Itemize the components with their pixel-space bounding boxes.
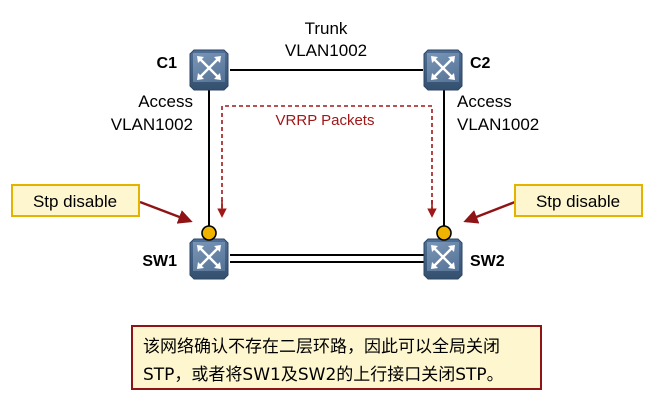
- switch-icon: [188, 48, 230, 92]
- note-line-1: 该网络确认不存在二层环路，因此可以全局关闭: [143, 337, 500, 357]
- callout-box-right: [514, 184, 643, 217]
- sw1-sw2-link: [230, 254, 424, 263]
- callout-text-right: Stp disable: [536, 192, 620, 211]
- node-label-c1: C1: [157, 55, 178, 72]
- left-access-vlan-label: VLAN1002: [111, 115, 193, 134]
- switch-icon: [422, 48, 464, 92]
- trunk-label: Trunk: [305, 19, 348, 38]
- port-dot-icon: [436, 225, 452, 241]
- left-access-label: Access: [138, 92, 193, 111]
- callout-arrow-right: [463, 200, 516, 224]
- callout-arrow-left: [139, 200, 193, 224]
- right-access-label: Access: [457, 92, 512, 111]
- switch-icon: [188, 237, 230, 281]
- callout-box-left: [11, 184, 140, 217]
- trunk-vlan-label: VLAN1002: [285, 41, 367, 60]
- callout-text-left: Stp disable: [33, 192, 117, 211]
- vrrp-label: VRRP Packets: [276, 112, 375, 129]
- note-box: 该网络确认不存在二层环路，因此可以全局关闭 STP，或者将SW1及SW2的上行接…: [131, 325, 542, 390]
- switch-icon: [422, 237, 464, 281]
- node-label-sw2: SW2: [470, 253, 505, 270]
- port-dot-icon: [201, 225, 217, 241]
- right-access-vlan-label: VLAN1002: [457, 115, 539, 134]
- node-label-c2: C2: [470, 55, 491, 72]
- vrrp-path: [221, 105, 433, 215]
- note-line-2: STP，或者将SW1及SW2的上行接口关闭STP。: [143, 365, 504, 385]
- node-label-sw1: SW1: [142, 253, 177, 270]
